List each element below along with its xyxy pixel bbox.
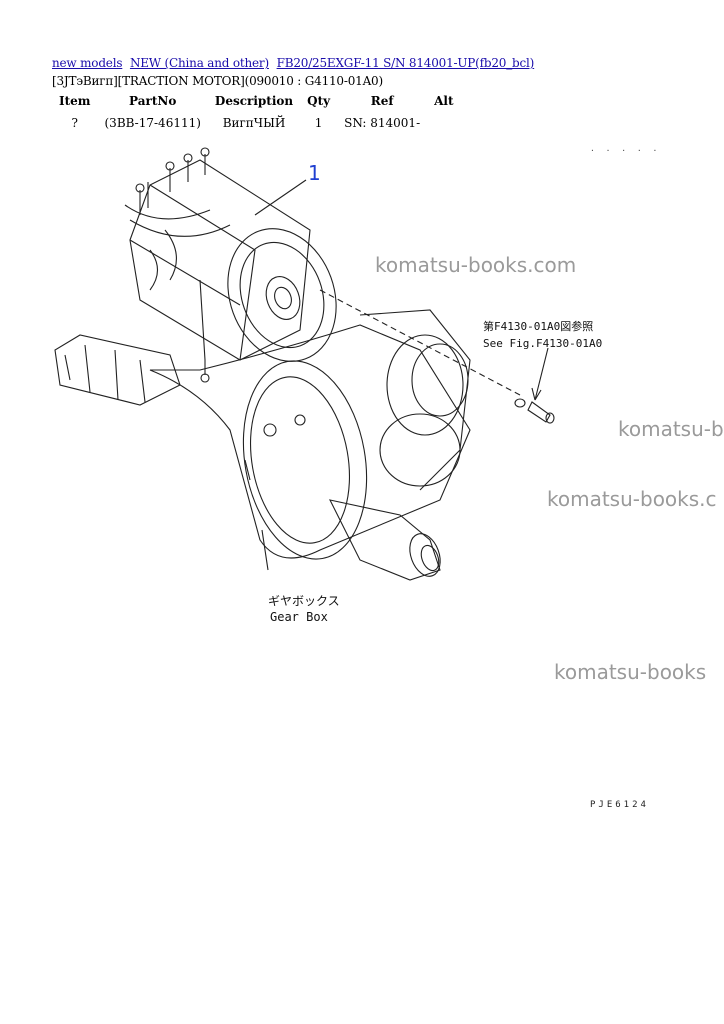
column-header-ref: Ref <box>370 94 394 108</box>
page-title: [3JТэВигп][TRACTION MOTOR](090010 : G411… <box>52 74 383 88</box>
breadcrumb-link-new-china[interactable]: NEW (China and other) <box>129 56 269 70</box>
figure-code: PJE6124 <box>590 800 649 810</box>
cell-ref: SN: 814001- <box>344 116 421 130</box>
bolt-drawing <box>514 398 555 424</box>
column-header-item: Item <box>59 94 91 108</box>
column-header-description: Description <box>214 94 294 108</box>
watermark: komatsu-books.c <box>547 487 717 511</box>
watermark: komatsu-books <box>554 660 707 684</box>
column-header-qty: Qty <box>307 94 331 108</box>
parts-table: Item PartNo Description Qty Ref Alt ? (3… <box>52 92 461 134</box>
callout-number: 1 <box>308 161 321 185</box>
see-fig-label-en: See Fig.F4130-01A0 <box>483 337 602 350</box>
gear-box-label-en: Gear Box <box>270 610 328 624</box>
gear-box-drawing <box>54 309 471 581</box>
crop-marks: · · · · · <box>590 146 661 155</box>
cell-partno: (3BB-17-46111) <box>104 116 201 130</box>
column-header-alt: Alt <box>434 94 454 108</box>
traction-motor-drawing <box>124 147 337 383</box>
watermark: komatsu-books.com <box>375 253 577 277</box>
breadcrumb-link-model[interactable]: FB20/25EXGF-11 S/N 814001-UP(fb20_bcl) <box>276 56 535 70</box>
column-header-partno: PartNo <box>129 94 177 108</box>
watermark: komatsu-b <box>618 417 724 441</box>
parts-diagram: 1 第F4130-01A0図参照 See Fig.F4130-01A0 ギヤボッ… <box>54 147 602 624</box>
see-fig-label-jp: 第F4130-01A0図参照 <box>483 319 593 333</box>
cell-description: ВигпЧЫЙ <box>222 116 286 130</box>
breadcrumb-link-new-models[interactable]: new models <box>52 56 123 70</box>
table-header-row: Item PartNo Description Qty Ref Alt <box>52 92 461 112</box>
cell-item: ? <box>71 116 78 130</box>
cell-qty: 1 <box>314 116 323 130</box>
gear-box-label-jp: ギヤボックス <box>268 594 340 608</box>
breadcrumb: new models NEW (China and other) FB20/25… <box>52 56 538 70</box>
table-row: ? (3BB-17-46111) ВигпЧЫЙ 1 SN: 814001- <box>52 112 461 134</box>
